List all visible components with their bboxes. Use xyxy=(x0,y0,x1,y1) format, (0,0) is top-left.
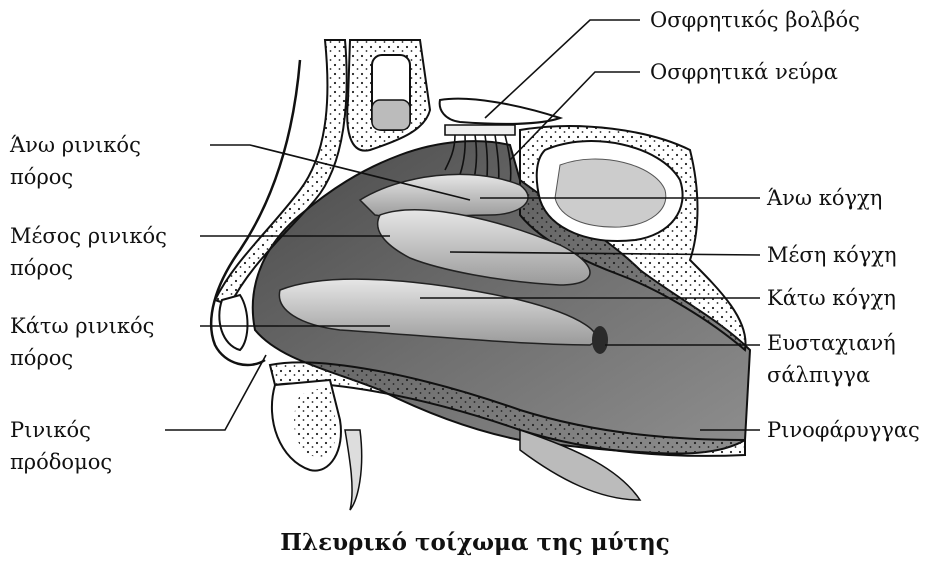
label-inferior-concha: Κάτω κόγχη xyxy=(767,286,896,310)
diagram-caption: Πλευρικό τοίχωμα της μύτης xyxy=(280,529,670,556)
nostril xyxy=(219,295,247,350)
label-vestibule-line2: πρόδομος xyxy=(10,450,112,474)
label-inferior-meatus-line1: Κάτω ρινικός xyxy=(10,314,154,338)
incisor xyxy=(345,430,362,510)
label-olfactory-bulb: Οσφρητικός βολβός xyxy=(650,8,860,32)
label-vestibule-line1: Ρινικός xyxy=(10,418,91,442)
line-olfactory-bulb xyxy=(485,20,640,118)
label-eustachian-line2: σάλπιγγα xyxy=(767,363,870,387)
label-superior-concha: Άνω κόγχη xyxy=(766,186,882,210)
label-superior-meatus-line1: Άνω ρινικός xyxy=(9,133,141,157)
olfactory-bulb-shape xyxy=(440,99,560,124)
eustachian-opening xyxy=(592,326,608,354)
label-superior-meatus-line2: πόρος xyxy=(10,165,73,189)
label-inferior-meatus-line2: πόρος xyxy=(10,346,73,370)
label-middle-meatus-line2: πόρος xyxy=(10,256,73,280)
frontal-sinus-lower xyxy=(372,100,410,130)
label-nasopharynx: Ρινοφάρυγγας xyxy=(767,418,920,442)
label-olfactory-nerves: Οσφρητικά νεύρα xyxy=(650,60,838,84)
label-eustachian-line1: Ευσταχιανή xyxy=(767,331,896,355)
label-middle-concha: Μέση κόγχη xyxy=(767,243,897,267)
label-middle-meatus-line1: Μέσος ρινικός xyxy=(10,224,167,248)
